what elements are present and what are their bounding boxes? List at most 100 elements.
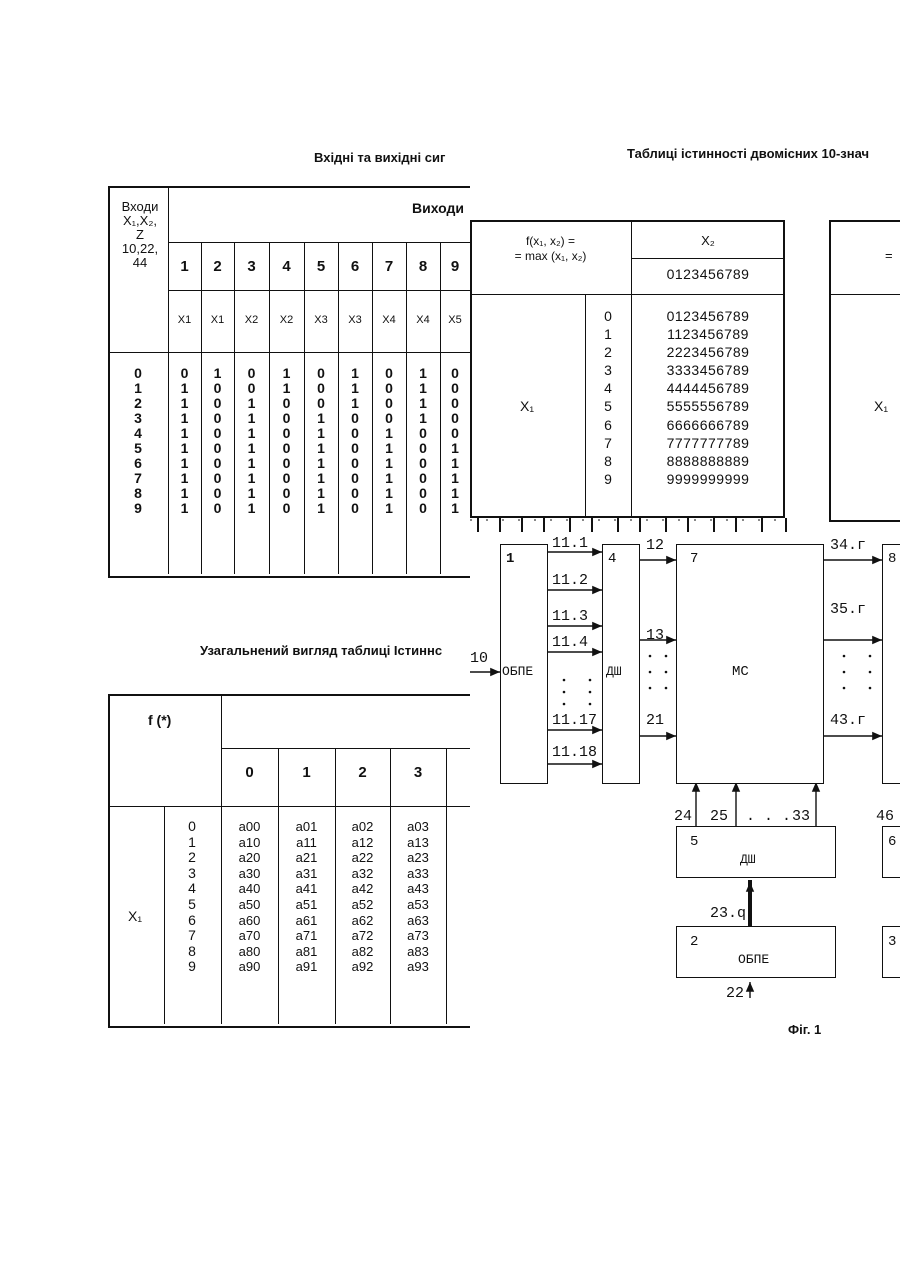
gen-cell: a91 [278, 959, 335, 975]
io-row-labels: 0123456789 [126, 366, 150, 516]
gen-value-column: a03a13a23a33a43a53a63a73a83a93 [390, 819, 446, 975]
label-dots: . . . [746, 808, 791, 825]
io-cell: 1 [440, 456, 470, 471]
io-cell: 0 [440, 381, 470, 396]
gen-cell: a31 [278, 866, 335, 882]
gen-cell: a53 [390, 897, 446, 913]
max-row-label: 1 [598, 325, 618, 343]
gen-table-title: Узагальнений вигляд таблиці Істиннс [200, 643, 442, 658]
gen-row-label: 0 [184, 819, 200, 835]
io-cell: 0 [440, 366, 470, 381]
gen-cell: a41 [278, 881, 335, 897]
gen-row-label: 3 [184, 866, 200, 882]
io-cell: 1 [372, 471, 406, 486]
gen-cell: a20 [221, 850, 278, 866]
gen-cell: a22 [335, 850, 390, 866]
io-cell: 1 [168, 486, 201, 501]
io-table-title: Вхідні та вихідні сиг [314, 150, 445, 165]
max-row-label: 3 [598, 361, 618, 379]
max-table-title: Таблиці істинності двомісних 10-знач [627, 146, 869, 161]
io-cell: 1 [168, 501, 201, 516]
io-cell: 1 [406, 411, 440, 426]
gen-cell: a42 [335, 881, 390, 897]
block-1-label: ОБПЕ [502, 664, 533, 679]
io-cell: 1 [440, 501, 470, 516]
io-cell: 1 [406, 396, 440, 411]
io-cell: 0 [201, 411, 234, 426]
max-row-label: 4 [598, 379, 618, 397]
gen-cell: a00 [221, 819, 278, 835]
io-cell: 1 [168, 441, 201, 456]
io-cell: 1 [372, 441, 406, 456]
io-inputs-header: Входи X₁,X₂, Z 10,22, 44 [112, 200, 168, 270]
label-11-18: 11.18 [552, 744, 597, 761]
io-value-column: 0111111111 [168, 366, 201, 516]
label-33: 33 [792, 808, 810, 825]
block-8 [882, 544, 900, 784]
gen-row-var: X₁ [128, 908, 142, 924]
io-col-number: 6 [338, 258, 372, 275]
io-col-number: 2 [201, 258, 234, 275]
io-cell: 1 [168, 396, 201, 411]
io-cell: 0 [440, 426, 470, 441]
io-col-number: 5 [304, 258, 338, 275]
gen-cell: a12 [335, 835, 390, 851]
figure-caption: Фіг. 1 [788, 1022, 821, 1037]
gen-col-number: 1 [278, 764, 335, 781]
max-row-label: 7 [598, 434, 618, 452]
block-8-number: 8 [888, 551, 896, 567]
io-cell: 0 [269, 411, 304, 426]
io-value-column: 0001111111 [304, 366, 338, 516]
io-cell: 0 [201, 396, 234, 411]
gen-cell: a33 [390, 866, 446, 882]
gen-value-column: a00a10a20a30a40a50a60a70a80a90 [221, 819, 278, 975]
block-4-number: 4 [608, 551, 616, 567]
io-cell: 0 [234, 381, 269, 396]
io-cell: 1 [201, 366, 234, 381]
label-11-4: 11.4 [552, 634, 588, 651]
gen-cell: a70 [221, 928, 278, 944]
max-row-values: 6666666789 [631, 416, 785, 434]
max-row-values: 8888888889 [631, 452, 785, 470]
max-row-values: 0123456789 [631, 307, 785, 325]
io-cell: 0 [406, 486, 440, 501]
io-col-number: 9 [440, 258, 470, 275]
gen-cell: a30 [221, 866, 278, 882]
gen-row-label: 1 [184, 835, 200, 851]
right-page: Таблиці істинності двомісних 10-знач f(x… [470, 0, 900, 1273]
io-cell: 0 [406, 441, 440, 456]
label-10: 10 [470, 650, 488, 667]
gen-col-number: 0 [221, 764, 278, 781]
io-col-number: 1 [168, 258, 201, 275]
io-cell: 1 [338, 366, 372, 381]
second-table-x1: X₁ [874, 398, 888, 414]
io-cell: 0 [338, 501, 372, 516]
max-func-header: f(x₁, x₂) = = max (x₁, x₂) [470, 234, 631, 264]
io-cell: 0 [338, 471, 372, 486]
gen-cell: a73 [390, 928, 446, 944]
io-col-var: X1 [201, 314, 234, 326]
io-cell: 1 [234, 426, 269, 441]
io-cell: 1 [234, 486, 269, 501]
block-5-number: 5 [690, 834, 698, 850]
gen-cell: a71 [278, 928, 335, 944]
io-cell: 1 [304, 426, 338, 441]
block-2-label: ОБПЕ [738, 952, 769, 967]
gen-cell: a60 [221, 913, 278, 929]
block-3-number: 3 [888, 934, 896, 950]
io-cell: 1 [269, 366, 304, 381]
gen-cell: a63 [390, 913, 446, 929]
io-col-number: 7 [372, 258, 406, 275]
io-cell: 0 [201, 456, 234, 471]
label-34-g: 34.г [830, 537, 866, 554]
io-cell: 1 [304, 501, 338, 516]
io-cell: 1 [338, 396, 372, 411]
x1-label: X₁ [520, 398, 534, 414]
max-row-label: 0 [598, 307, 618, 325]
gen-cell: a10 [221, 835, 278, 851]
io-cell: 0 [201, 501, 234, 516]
io-row-label: 2 [126, 396, 150, 411]
io-cell: 0 [372, 411, 406, 426]
gen-row-label: 9 [184, 959, 200, 975]
gen-col-number: 2 [335, 764, 390, 781]
